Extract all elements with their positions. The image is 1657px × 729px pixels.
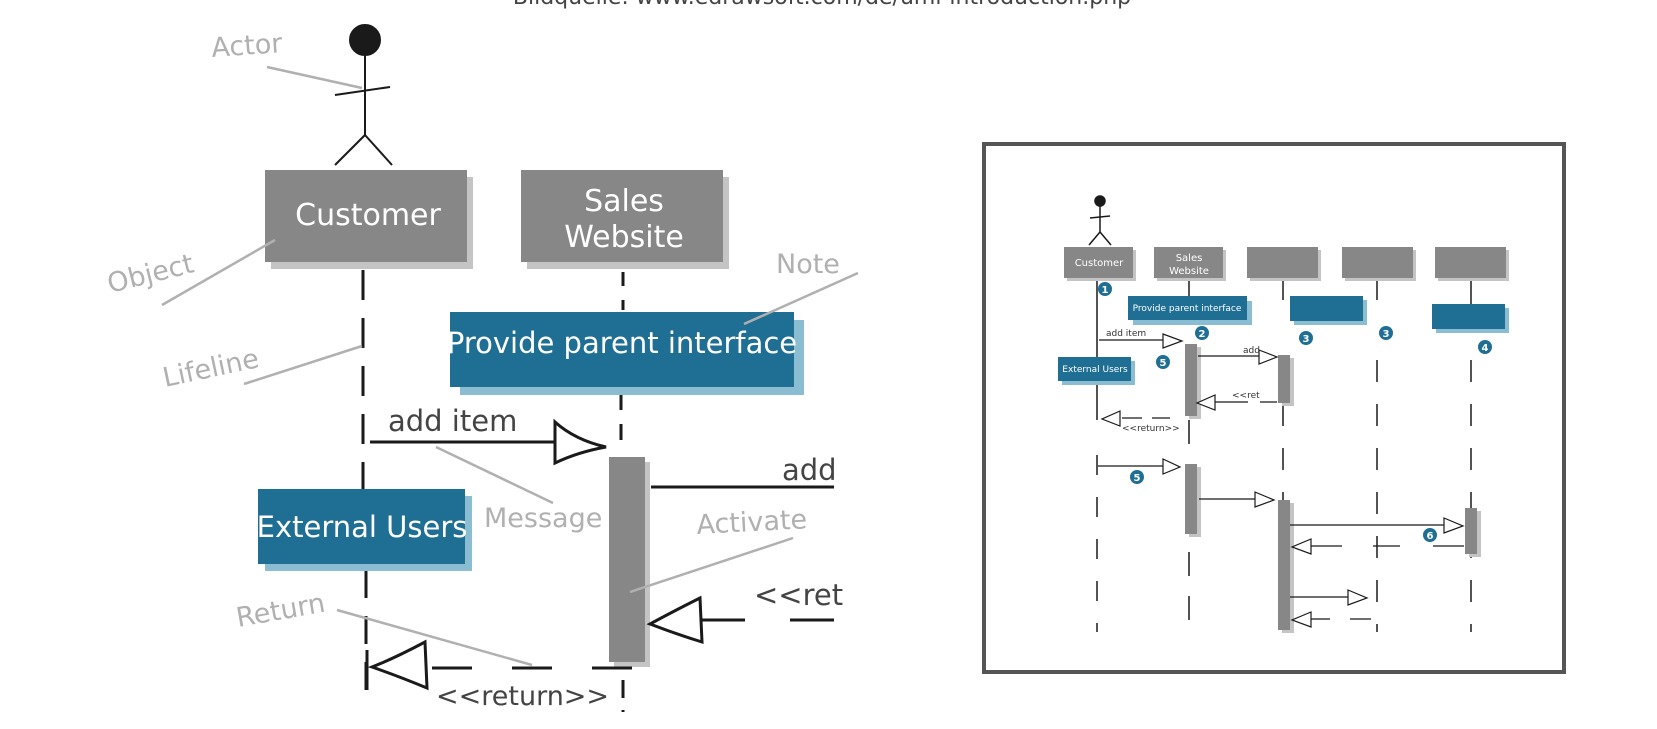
- step-marker-5a: 5: [1156, 355, 1170, 369]
- overview-activation-bars: [1185, 344, 1481, 633]
- provide-parent-interface-note: Provide parent interface: [447, 312, 804, 395]
- overview-customer-label: Customer: [1075, 258, 1124, 269]
- activation-bar: [609, 457, 650, 667]
- message-annotation: Message: [484, 503, 602, 534]
- overview-external-users-note: External Users: [1058, 357, 1135, 385]
- overview-ret-label: <<ret: [1232, 391, 1260, 401]
- overview-object-4: [1342, 247, 1416, 281]
- overview-messages: [1098, 333, 1465, 628]
- add-item-message-label: add item: [388, 404, 517, 438]
- step-marker-6: 6: [1423, 528, 1437, 542]
- step-marker-5a-label: 5: [1160, 358, 1167, 369]
- overview-sales-website-object: Sales Website: [1154, 247, 1226, 281]
- note-annotation: Note: [776, 249, 840, 280]
- actor-annotation: Actor: [210, 28, 284, 64]
- overview-actor-icon: [1088, 195, 1112, 246]
- overview-sales-label-line2: Website: [1169, 266, 1209, 277]
- provide-parent-interface-note-label: Provide parent interface: [447, 326, 797, 360]
- step-marker-3b-label: 3: [1383, 329, 1390, 340]
- sales-website-object-label-line1: Sales: [584, 184, 664, 219]
- add-item-message: [370, 418, 607, 466]
- customer-object: Customer: [265, 170, 473, 269]
- overview-object-3: [1247, 247, 1321, 281]
- overview-frame: [982, 142, 1566, 674]
- step-marker-6-label: 6: [1427, 531, 1434, 542]
- overview-add-item-label: add item: [1106, 329, 1146, 339]
- overview-return-label: <<return>>: [1122, 424, 1180, 434]
- overview-blank-note-1: [1290, 296, 1367, 325]
- step-marker-4: 4: [1478, 340, 1492, 354]
- annotation-lines: [161, 65, 859, 667]
- overview-object-5: [1435, 247, 1509, 281]
- source-caption: Bildquelle: www.edrawsoft.com/de/uml-int…: [513, 0, 1131, 10]
- step-marker-4-label: 4: [1482, 343, 1489, 354]
- sales-website-lifeline: [619, 272, 625, 712]
- overview-external-users-label: External Users: [1062, 365, 1128, 375]
- step-marker-2-label: 2: [1199, 329, 1206, 340]
- return-annotation: Return: [234, 588, 328, 634]
- detail-diagram: Customer Sales Website Provide parent in…: [104, 24, 859, 712]
- actor-icon: [334, 24, 393, 166]
- return-message: [365, 639, 632, 691]
- sales-website-object-label-line2: Website: [564, 220, 684, 255]
- step-marker-1: 1: [1098, 282, 1112, 296]
- overview-parent-interface-note: Provide parent interface: [1128, 296, 1252, 325]
- customer-lifeline: [361, 270, 368, 695]
- external-users-note-label: External Users: [257, 510, 468, 544]
- overview-add-label: add: [1243, 346, 1260, 356]
- step-marker-3a: 3: [1299, 331, 1313, 345]
- overview-sales-label-line1: Sales: [1176, 253, 1203, 264]
- activate-annotation: Activate: [696, 504, 808, 541]
- overview-diagram: Customer Sales Website Provide parent in…: [982, 142, 1566, 674]
- customer-object-label: Customer: [295, 198, 441, 233]
- step-marker-2: 2: [1195, 326, 1209, 340]
- overview-parent-interface-label: Provide parent interface: [1133, 304, 1242, 314]
- overview-customer-object: Customer: [1064, 247, 1136, 281]
- lifeline-annotation: Lifeline: [160, 343, 262, 394]
- ret-message-label: <<ret: [754, 578, 843, 612]
- step-marker-5b: 5: [1130, 470, 1144, 484]
- return-message-label: <<return>>: [436, 681, 609, 712]
- step-marker-1-label: 1: [1102, 285, 1109, 296]
- step-marker-3a-label: 3: [1303, 334, 1310, 345]
- ret-message: [646, 595, 834, 645]
- step-marker-3b: 3: [1379, 326, 1393, 340]
- add-message-label: add: [782, 453, 837, 487]
- sales-website-object: Sales Website: [521, 170, 729, 269]
- step-marker-5b-label: 5: [1134, 473, 1141, 484]
- external-users-note: External Users: [257, 489, 472, 571]
- overview-step-markers: 1 2 3 3 4 5 5: [1098, 282, 1492, 542]
- overview-blank-note-2: [1432, 304, 1509, 333]
